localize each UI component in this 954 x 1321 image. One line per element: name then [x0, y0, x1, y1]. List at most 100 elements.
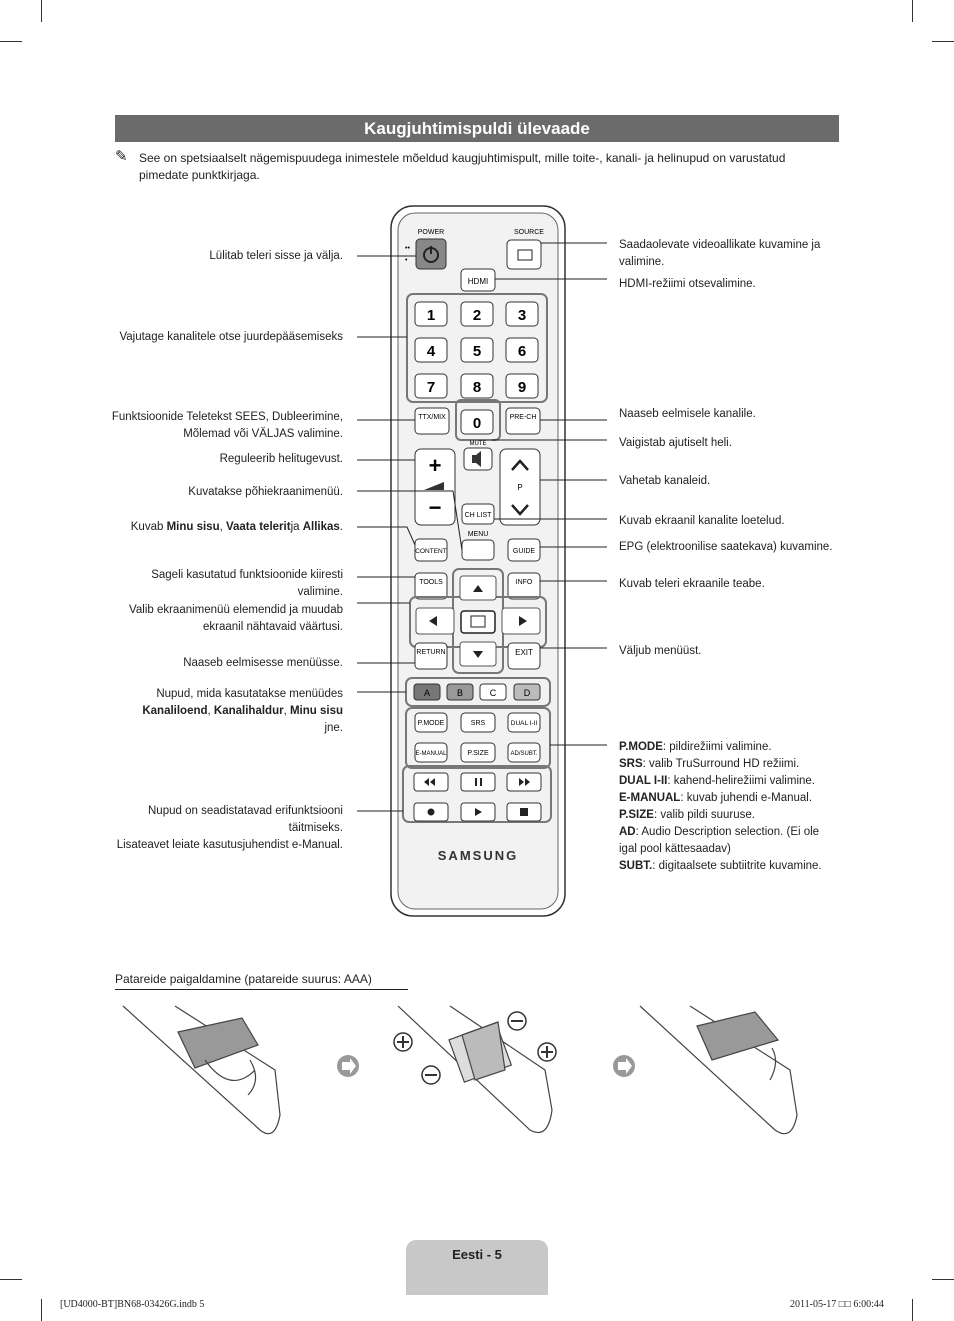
crop-mark [932, 41, 954, 42]
media-panel [402, 765, 552, 823]
srs-label: SRS [471, 720, 486, 727]
arrow-up-icon [473, 585, 483, 592]
mute-icon [472, 451, 481, 467]
power-label: POWER [418, 229, 444, 236]
function-item: E-MANUAL: kuvab juhendi e-Manual. [619, 792, 813, 804]
label-mute: Vaigistab ajutiselt heli. [619, 437, 732, 449]
color-button-label: B [457, 688, 463, 698]
digit-button[interactable] [505, 337, 539, 363]
return-label: RETURN [416, 649, 445, 656]
ttx-mix-button[interactable] [414, 407, 450, 435]
label-source: Saadaolevate videoallikate kuvamine ja v… [619, 239, 821, 268]
arrow-down-icon [473, 651, 483, 658]
label-pre-ch: Naaseb eelmisele kanalile. [619, 408, 756, 420]
intro-note: ✎ See on spetsiaalselt nägemispuudega in… [115, 148, 786, 182]
content-label: CONTENT [415, 548, 446, 555]
p-mode-button[interactable] [414, 712, 448, 733]
label-power: Lülitab teleri sisse ja välja. [209, 250, 343, 262]
digit-button[interactable] [460, 301, 494, 327]
content-button[interactable] [414, 538, 448, 562]
polarity-icons [393, 1011, 557, 1085]
label-teletext: Funktsioonide Teletekst SEES, Dubleerimi… [111, 411, 343, 440]
fast-forward-icon [519, 778, 530, 786]
function-item: DUAL I-II: kahend-helirežiimi valimine. [619, 775, 815, 787]
battery-title-underline [115, 989, 408, 990]
record-icon [427, 808, 435, 816]
hdmi-label: HDMI [468, 277, 488, 286]
exit-button[interactable] [507, 642, 541, 670]
p-mode-label: P.MODE [418, 720, 445, 727]
digit-button[interactable] [414, 301, 448, 327]
tools-label: TOOLS [419, 579, 443, 586]
enter-button[interactable] [460, 610, 496, 634]
rewind-icon [424, 778, 435, 786]
color-button-c[interactable] [479, 683, 507, 701]
e-manual-button[interactable] [414, 742, 448, 763]
digit-button[interactable] [460, 337, 494, 363]
brand-logo: SAMSUNG [438, 848, 518, 863]
hdmi-button[interactable] [460, 268, 496, 292]
mute-label: MUTE [470, 441, 487, 447]
label-hdmi: HDMI-režiimi otsevalimine. [619, 278, 756, 290]
digit-button[interactable] [460, 373, 494, 399]
color-button-d[interactable] [513, 683, 541, 701]
stop-icon [520, 808, 528, 816]
label-channels: Vajutage kanalitele otse juurdepääsemise… [119, 331, 343, 343]
enter-icon [470, 615, 486, 628]
ttx-mix-label: TTX/MIX [418, 414, 446, 421]
digit-button[interactable] [505, 373, 539, 399]
crop-mark [41, 1299, 42, 1321]
digit-button[interactable] [414, 337, 448, 363]
label-volume: Reguleerib helitugevust. [219, 453, 343, 465]
return-button[interactable] [414, 642, 448, 670]
battery-step-3 [639, 1005, 798, 1135]
crop-mark [0, 41, 22, 42]
channel-rocker[interactable] [499, 448, 541, 526]
info-label: INFO [516, 579, 533, 586]
ad-subt-label: AD/SUBT. [510, 751, 537, 757]
info-button[interactable] [507, 572, 541, 600]
arrow-right-icon [519, 616, 527, 626]
svg-text:+: + [429, 453, 442, 478]
svg-text:•: • [405, 257, 408, 264]
menu-button[interactable] [461, 539, 495, 561]
digit-label: 2 [473, 307, 481, 324]
battery-step-2 [397, 1005, 553, 1134]
digit-button[interactable] [460, 409, 494, 435]
p-size-button[interactable] [460, 742, 496, 763]
label-guide: EPG (elektroonilise saatekava) kuvamine. [619, 541, 833, 553]
exit-label: EXIT [515, 648, 533, 657]
color-button-a[interactable] [413, 683, 441, 701]
crop-mark [912, 1299, 913, 1321]
media-button[interactable] [460, 772, 496, 792]
function-panel [405, 707, 551, 769]
digit-button[interactable] [414, 373, 448, 399]
source-button[interactable] [506, 239, 542, 270]
volume-icon [424, 482, 444, 490]
channel-label: P [517, 483, 522, 492]
digit-button[interactable] [505, 301, 539, 327]
ch-list-button[interactable] [461, 503, 495, 525]
dual-button[interactable] [507, 712, 541, 733]
ad-subt-button[interactable] [507, 742, 541, 763]
channel-up-icon [511, 459, 529, 471]
label-content: Kuvab Minu sisu, Vaata teleritja Allikas… [130, 521, 343, 533]
pre-ch-button[interactable] [505, 407, 541, 435]
tools-button[interactable] [414, 572, 448, 600]
source-label: SOURCE [514, 229, 544, 236]
pencil-note-icon: ✎ [115, 148, 128, 165]
srs-button[interactable] [460, 712, 496, 733]
label-menu: Kuvatakse põhiekraanimenüü. [188, 486, 343, 498]
label-more-info: Lisateavet leiate kasutusjuhendist e-Man… [116, 839, 343, 851]
e-manual-label: E-MANUAL [415, 751, 447, 757]
digit-label: 5 [473, 343, 481, 360]
label-ch-list: Kuvab ekraanil kanalite loetelud. [619, 515, 785, 527]
footer-file: [UD4000-BT]BN68-03426G.indb 5 [60, 1299, 205, 1310]
color-button-label: C [490, 688, 497, 698]
color-button-b[interactable] [446, 683, 474, 701]
label-info: Kuvab teleri ekraanile teabe. [619, 578, 765, 590]
svg-text:••: •• [405, 245, 410, 252]
color-button-label: A [424, 688, 430, 698]
p-size-label: P.SIZE [467, 750, 489, 757]
guide-button[interactable] [507, 538, 541, 562]
